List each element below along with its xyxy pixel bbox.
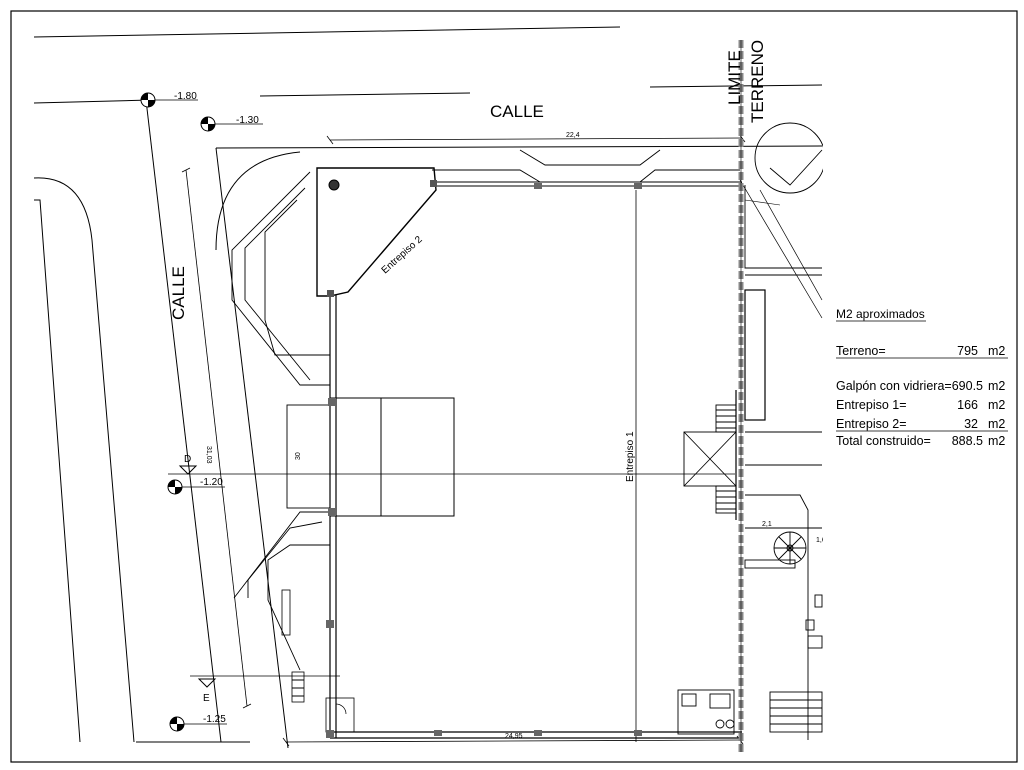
area-row-label: Total construido= <box>836 434 931 448</box>
building-walls <box>215 149 742 739</box>
area-row-unit: m2 <box>988 434 1005 448</box>
section-label-d: D <box>184 454 191 465</box>
area-row-label: Entrepiso 1= <box>836 398 907 412</box>
dimension-block: 30 <box>295 452 302 460</box>
level-markers <box>140 92 263 732</box>
dimension-left: 31,03 <box>205 446 212 464</box>
room-label-entrepiso-2: Entrepiso 2 <box>380 234 425 276</box>
area-table: M2 aproximados Terreno= 795 m2 Galpón co… <box>836 307 1008 448</box>
level-label-w: -1.20 <box>200 477 223 488</box>
area-row-label: Galpón con vidriera= <box>836 379 952 393</box>
boundary-label-line2: TERRENO <box>748 40 767 123</box>
area-row-value: 888.5 <box>952 434 983 448</box>
area-row-unit: m2 <box>988 398 1005 412</box>
boundary-label-line1: LIMITE <box>725 50 744 105</box>
area-row-value: 690.5 <box>952 379 983 393</box>
right-side-details <box>677 122 826 740</box>
level-marker-n <box>200 116 263 132</box>
level-marker-sw <box>169 716 227 732</box>
dimension-small-a: 2,1 <box>762 521 772 528</box>
level-marker-w <box>167 479 225 495</box>
street-label-top: CALLE <box>490 102 544 121</box>
legend-background <box>823 12 1016 761</box>
level-label-nw: -1.80 <box>174 91 197 102</box>
level-label-sw: -1.25 <box>203 714 226 725</box>
sheet-frame <box>10 10 1018 763</box>
street-label-left: CALLE <box>169 266 188 320</box>
area-row-value: 166 <box>957 398 978 412</box>
area-row-value: 32 <box>964 417 978 431</box>
dimension-lines <box>181 133 746 747</box>
entrepiso-2-outline <box>316 167 437 297</box>
area-row-label: Terreno= <box>836 344 886 358</box>
area-row-unit: m2 <box>988 344 1005 358</box>
section-marker-d <box>168 465 735 475</box>
section-label-e: E <box>203 693 210 704</box>
area-row-unit: m2 <box>988 379 1005 393</box>
section-marker-e <box>190 675 340 688</box>
area-row-value: 795 <box>957 344 978 358</box>
level-label-n: -1.30 <box>236 115 259 126</box>
level-marker-nw <box>140 92 198 108</box>
room-label-entrepiso-1: Entrepiso 1 <box>625 431 636 482</box>
dimension-bottom: 24,95 <box>505 733 523 740</box>
area-row-label: Entrepiso 2= <box>836 417 907 431</box>
dimension-top: 22,4 <box>566 132 580 139</box>
area-table-title: M2 aproximados <box>836 307 925 321</box>
columns <box>326 183 642 738</box>
dimension-small-b: 1,6 <box>816 537 826 544</box>
street-lines <box>33 26 823 749</box>
area-row-unit: m2 <box>988 417 1005 431</box>
